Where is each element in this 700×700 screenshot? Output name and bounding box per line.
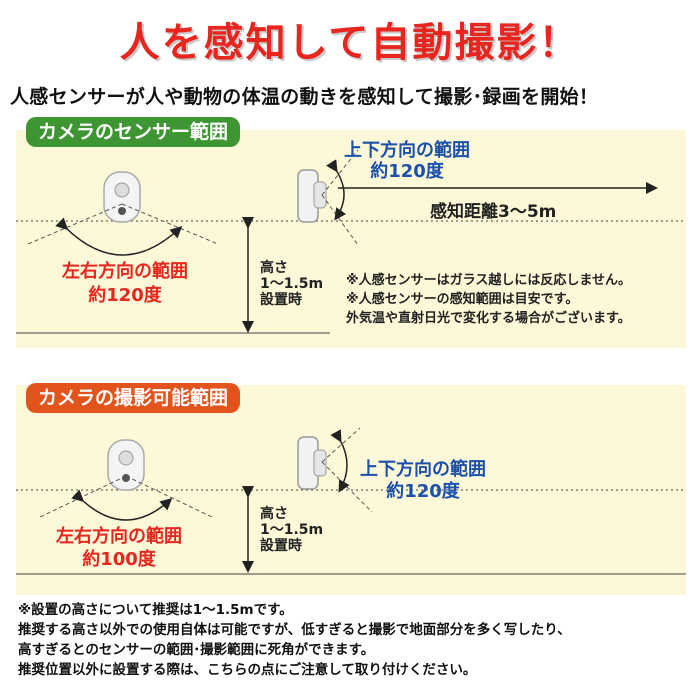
camera-side-icon-2 [297, 436, 327, 490]
sensor-note-1: ※人感センサーはガラス越しには反応しません。 [346, 273, 631, 288]
footnotes: ※設置の高さについて推奨は1～1.5mです。 推奨する高さ以外での使用自体は可能… [18, 600, 571, 680]
sensor-horizontal-ray-right [121, 203, 219, 245]
headline: 人を感知して自動撮影！ [0, 10, 700, 68]
sensor-distance-label: 感知距離3～5m [430, 202, 557, 222]
camera-height-label: 高さ 1～1.5m 設置時 [260, 506, 323, 554]
sensor-note-2: ※人感センサーの感知範囲は目安です。 [346, 292, 579, 307]
sensor-vertical-range-value: 約120度 [370, 161, 444, 182]
sensor-notes: ※人感センサーはガラス越しには反応しません。 ※人感センサーの感知範囲は目安です… [346, 271, 631, 328]
camera-range-tab: カメラの撮影可能範囲 [26, 383, 241, 413]
headline-text: 人を感知して自動撮影！ [119, 20, 581, 66]
sensor-range-tab: カメラのセンサー範囲 [26, 117, 241, 147]
footnote-1: ※設置の高さについて推奨は1～1.5mです。 [18, 602, 293, 618]
camera-height-note: 設置時 [260, 538, 302, 554]
camera-vertical-ray-up [321, 427, 361, 463]
sensor-horizontal-ray-left [27, 203, 123, 245]
sensor-note-3: 外気温や直射日光で変化する場合がございます。 [346, 311, 631, 326]
sensor-horizontal-range-title: 左右方向の範囲 [62, 261, 188, 282]
sensor-range-panel [16, 130, 686, 348]
camera-vertical-arc [330, 429, 350, 493]
sensor-horizontal-arc [55, 217, 183, 256]
sensor-height-label: 高さ 1～1.5m 設置時 [260, 260, 323, 308]
camera-side-icon [297, 169, 327, 223]
sensor-height-value: 1～1.5m [260, 276, 324, 292]
camera-horizontal-range-label: 左右方向の範囲 約100度 [56, 525, 182, 571]
camera-horizontal-ray-right [125, 475, 215, 519]
footnote-4: 推奨位置以外に設置する際は、こちらの点にご注意して取り付けください。 [18, 662, 477, 678]
sensor-horizontal-range-label: 左右方向の範囲 約120度 [62, 260, 188, 308]
sensor-vertical-ray-down [321, 194, 359, 246]
sensor-vertical-arc [326, 159, 347, 221]
camera-vertical-range-title: 上下方向の範囲 [360, 459, 486, 480]
camera-horizontal-ray-left [37, 475, 127, 519]
camera-vertical-range-value: 約120度 [386, 481, 460, 502]
footnote-3: 高すぎるとのセンサーの範囲･撮影範囲に死角ができます。 [18, 642, 375, 658]
camera-horizontal-range-value: 約100度 [82, 549, 156, 570]
sensor-height-title: 高さ [260, 260, 288, 276]
camera-horizontal-arc [71, 489, 173, 521]
subline: 人感センサーが人や動物の体温の動きを感知して撮影･録画を開始！ [10, 86, 599, 108]
sensor-horizontal-range-value: 約120度 [88, 285, 162, 306]
camera-front-icon [103, 171, 141, 223]
camera-vertical-range-label: 上下方向の範囲 約120度 [360, 459, 486, 503]
camera-height-title: 高さ [260, 506, 288, 522]
sensor-vertical-range-label: 上下方向の範囲 約120度 [344, 140, 470, 182]
camera-height-value: 1～1.5m [260, 522, 324, 538]
sensor-height-note: 設置時 [260, 292, 302, 308]
footnote-2: 推奨する高さ以外での使用自体は可能ですが、低すぎると撮影で地面部分を多く写したり… [18, 622, 571, 638]
sensor-vertical-range-title: 上下方向の範囲 [344, 140, 470, 161]
camera-front-icon-2 [107, 439, 145, 491]
camera-horizontal-range-title: 左右方向の範囲 [56, 526, 182, 547]
